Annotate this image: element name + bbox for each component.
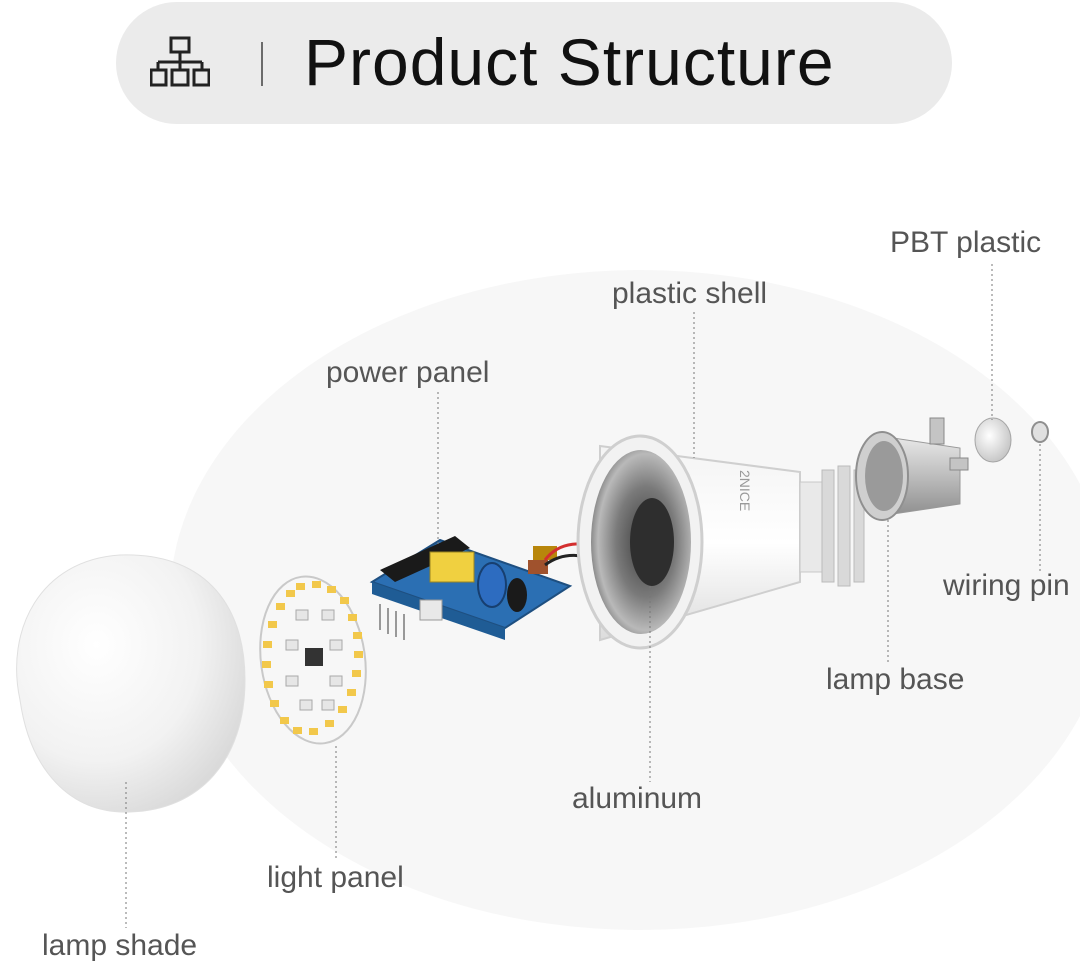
hierarchy-icon bbox=[150, 36, 210, 87]
label-pbt-plastic: PBT plastic bbox=[890, 226, 1042, 259]
lamp-base-graphic bbox=[855, 417, 969, 521]
label-lamp-base: lamp base bbox=[826, 663, 965, 696]
wiring-pin-graphic bbox=[1031, 421, 1049, 443]
page-title: Product Structure bbox=[304, 25, 835, 99]
label-light-panel: light panel bbox=[267, 861, 404, 894]
label-wiring-pin: wiring pin bbox=[943, 569, 1070, 602]
lamp-shade-graphic bbox=[16, 554, 246, 813]
header-divider bbox=[261, 42, 263, 86]
label-plastic-shell: plastic shell bbox=[612, 277, 768, 310]
power-panel-graphic bbox=[369, 536, 601, 640]
pbt-plastic-graphic bbox=[974, 417, 1012, 463]
label-power-panel: power panel bbox=[326, 356, 490, 389]
brand-mark: 2NICE bbox=[737, 470, 753, 511]
light-panel-graphic bbox=[259, 575, 367, 745]
label-lamp-shade: lamp shade bbox=[42, 929, 198, 962]
header-banner bbox=[116, 2, 952, 124]
label-aluminum: aluminum bbox=[572, 782, 703, 815]
plastic-shell-graphic: 2NICE bbox=[576, 434, 865, 650]
